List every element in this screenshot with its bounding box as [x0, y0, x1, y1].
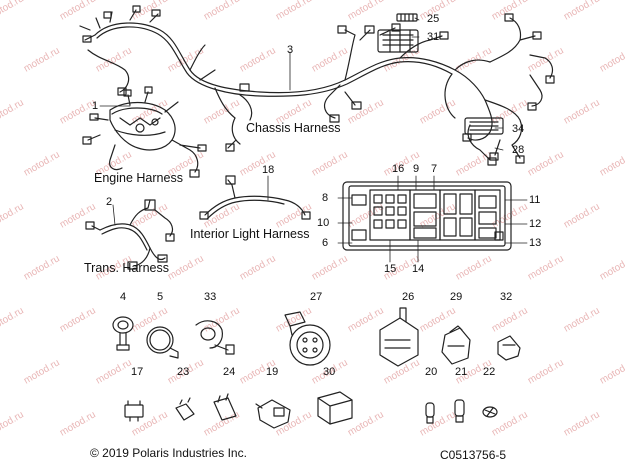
watermark-text: motod.ru — [526, 45, 566, 74]
interior-light-harness-label: Interior Light Harness — [190, 227, 310, 241]
watermark-text: motod.ru — [562, 409, 602, 438]
callout-5: 5 — [157, 291, 164, 303]
watermark-text: motod.ru — [526, 357, 566, 386]
callout-13: 13 — [529, 237, 542, 249]
chassis-harness-label: Chassis Harness — [246, 121, 341, 135]
engine-harness-drawing — [82, 86, 207, 178]
callout-32: 32 — [500, 291, 513, 303]
callout-1: 1 — [92, 100, 99, 112]
watermark-text: motod.ru — [274, 409, 314, 438]
callout-30: 30 — [323, 366, 336, 378]
watermark-text: motod.ru — [310, 149, 350, 178]
callout-16: 16 — [392, 163, 405, 175]
watermark-text: motod.ru — [238, 253, 278, 282]
callout-6: 6 — [322, 237, 329, 249]
callout-29: 29 — [450, 291, 463, 303]
engine-harness-label: Engine Harness — [94, 171, 183, 185]
callout-12: 12 — [529, 218, 542, 230]
watermark-text: motod.ru — [94, 45, 134, 74]
callout-19: 19 — [266, 366, 279, 378]
copyright-text: © 2019 Polaris Industries Inc. — [90, 446, 247, 460]
watermark-text: motod.ru — [0, 201, 26, 230]
watermark-text: motod.ru — [598, 45, 625, 74]
callout-25: 25 — [427, 13, 440, 25]
watermark-text: motod.ru — [0, 0, 26, 23]
watermark-text: motod.ru — [22, 357, 62, 386]
watermark-text: motod.ru — [202, 0, 242, 23]
callout-8: 8 — [322, 192, 329, 204]
callout-27: 27 — [310, 291, 323, 303]
watermark-text: motod.ru — [598, 253, 625, 282]
callout-17: 17 — [131, 366, 144, 378]
callout-23: 23 — [177, 366, 190, 378]
callout-11: 11 — [529, 194, 541, 206]
callout-2: 2 — [106, 196, 113, 208]
part-code: C0513756-5 — [440, 448, 507, 462]
watermark-text: motod.ru — [130, 409, 170, 438]
watermark-text: motod.ru — [0, 305, 26, 334]
callout-28: 28 — [512, 144, 525, 156]
callout-21: 21 — [455, 366, 468, 378]
watermark-text: motod.ru — [418, 97, 458, 126]
watermark-text: motod.ru — [418, 409, 458, 438]
watermark-text: motod.ru — [562, 305, 602, 334]
watermark-text: motod.ru — [130, 0, 170, 23]
callout-15: 15 — [384, 263, 397, 275]
callout-20: 20 — [425, 366, 438, 378]
watermark-text: motod.ru — [526, 149, 566, 178]
watermark-text: motod.ru — [58, 409, 98, 438]
callout-33: 33 — [204, 291, 217, 303]
watermark-text: motod.ru — [0, 97, 26, 126]
callout-10: 10 — [317, 217, 330, 229]
watermark-text: motod.ru — [58, 305, 98, 334]
small-parts-drawing — [112, 307, 521, 429]
watermark-text: motod.ru — [562, 201, 602, 230]
callout-9: 9 — [413, 163, 420, 175]
watermark-text: motod.ru — [346, 201, 386, 230]
chassis-harness-drawing — [79, 5, 555, 166]
watermark-text: motod.ru — [274, 305, 314, 334]
callout-3: 3 — [287, 44, 294, 56]
watermark-text: motod.ru — [22, 253, 62, 282]
watermark-text: motod.ru — [346, 0, 386, 23]
watermark-text: motod.ru — [382, 357, 422, 386]
callout-14: 14 — [412, 263, 425, 275]
watermark-text: motod.ru — [58, 0, 98, 23]
watermark-text: motod.ru — [238, 45, 278, 74]
watermark-text: motod.ru — [526, 253, 566, 282]
watermark-text: motod.ru — [562, 97, 602, 126]
interior-light-harness-drawing — [199, 175, 311, 220]
watermark-text: motod.ru — [310, 253, 350, 282]
watermark-text: motod.ru — [202, 409, 242, 438]
watermark-text: motod.ru — [598, 149, 625, 178]
callout-31: 31 — [427, 31, 440, 43]
watermark-text: motod.ru — [454, 253, 494, 282]
callout-7: 7 — [431, 163, 438, 175]
watermark-text: motod.ru — [274, 0, 314, 23]
watermark-text: motod.ru — [598, 357, 625, 386]
watermark-text: motod.ru — [310, 45, 350, 74]
watermark-text: motod.ru — [490, 0, 530, 23]
trans-harness-label: Trans. Harness — [84, 261, 169, 275]
callout-34: 34 — [512, 123, 525, 135]
callout-26: 26 — [402, 291, 415, 303]
watermark-text: motod.ru — [166, 253, 206, 282]
callout-22: 22 — [483, 366, 496, 378]
callout-4: 4 — [120, 291, 127, 303]
fuse-relay-box-drawing — [342, 181, 512, 251]
watermark-text: motod.ru — [22, 149, 62, 178]
watermark-text: motod.ru — [0, 409, 26, 438]
watermark-text: motod.ru — [490, 305, 530, 334]
watermark-text: motod.ru — [94, 357, 134, 386]
watermark-text: motod.ru — [562, 0, 602, 23]
callout-24: 24 — [223, 366, 236, 378]
leader-lines — [99, 17, 528, 263]
watermark-text: motod.ru — [130, 97, 170, 126]
watermark-text: motod.ru — [22, 45, 62, 74]
callout-18: 18 — [262, 164, 275, 176]
